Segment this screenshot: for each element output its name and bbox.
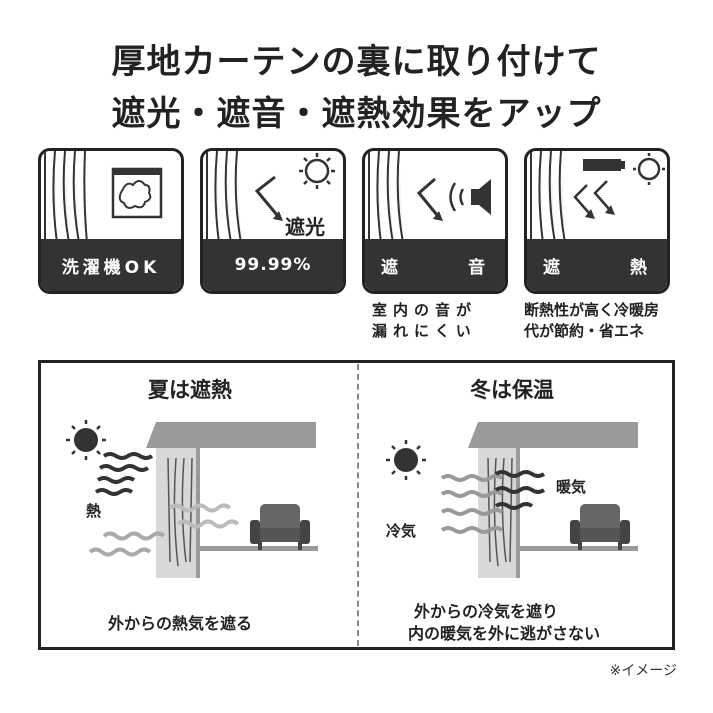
summer-caption: 外からの熱気を遮る xyxy=(108,614,253,633)
warm-air-label: 暖気 xyxy=(556,478,587,496)
curtain-speaker-icon xyxy=(368,151,491,243)
season-comparison-panel xyxy=(38,360,675,650)
label-right: 音 xyxy=(468,257,489,278)
feature-card-heat-insulation: 遮 熱 xyxy=(524,148,670,294)
summer-house-illustration xyxy=(66,420,318,578)
heading-line-1: 厚地カーテンの裏に取り付けて xyxy=(111,42,602,82)
label-left: 遮 xyxy=(543,257,564,278)
caption-soundproof: 室内の音が 漏れにくい xyxy=(372,300,477,342)
label-left: 遮 xyxy=(381,257,402,278)
curtain-aircon-icon xyxy=(530,151,665,243)
winter-caption-line-2: 内の暖気を外に逃がさない xyxy=(408,624,601,643)
caption-line: 漏れにくい xyxy=(372,322,477,340)
winter-title: 冬は保温 xyxy=(470,378,554,402)
card-label-heat-insulation: 遮 熱 xyxy=(527,239,667,291)
feature-card-soundproof: 遮 音 xyxy=(362,148,508,294)
heading-line-2: 遮光・遮音・遮熱効果をアップ xyxy=(111,94,602,134)
feature-card-washable: 洗濯機OK xyxy=(38,148,184,294)
summer-title: 夏は遮熱 xyxy=(148,378,232,402)
curtain-sunlight-icon xyxy=(206,151,335,243)
card-label-blackout: 99.99% xyxy=(203,239,343,291)
winter-house-illustration xyxy=(386,422,638,578)
cold-air-label: 冷気 xyxy=(386,522,417,540)
winter-caption-line-1: 外からの冷気を遮り xyxy=(414,602,559,621)
panel-divider xyxy=(357,364,359,646)
feature-card-blackout: 遮光 99.99% xyxy=(200,148,346,294)
caption-line: 代が節約・省エネ xyxy=(524,322,645,340)
blackout-overlay-text: 遮光 xyxy=(285,215,325,239)
label-right: 熱 xyxy=(630,257,651,278)
image-note: ※イメージ xyxy=(609,663,677,679)
card-label-soundproof: 遮 音 xyxy=(365,239,505,291)
caption-line: 断熱性が高く冷暖房 xyxy=(524,301,660,319)
caption-line: 室内の音が xyxy=(372,301,478,319)
card-label-washable: 洗濯機OK xyxy=(41,239,181,291)
heat-label: 熱 xyxy=(86,502,102,520)
curtain-laundry-icon xyxy=(44,151,163,243)
caption-heat: 断熱性が高く冷暖房 代が節約・省エネ xyxy=(524,300,659,342)
